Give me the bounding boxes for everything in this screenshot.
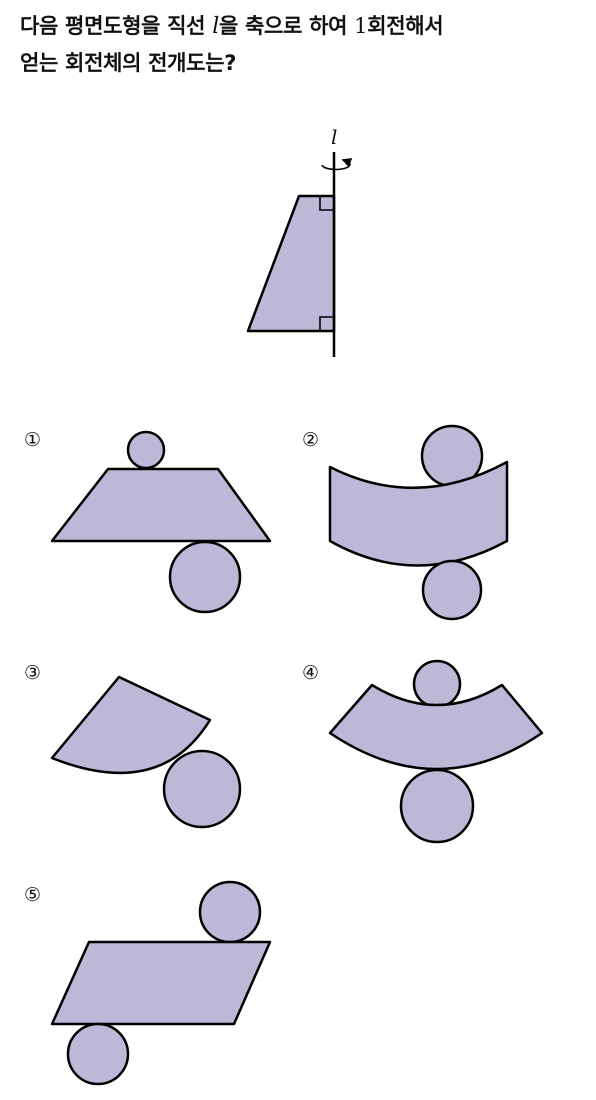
right-angle-top-icon (319, 196, 334, 211)
option-4[interactable]: ④ (302, 659, 544, 844)
question-text: 다음 평면도형을 직선 l을 축으로 하여 1회전해서 얻는 회전체의 전개도는… (20, 8, 580, 81)
option-2-curved-band (328, 460, 509, 567)
option-5-label: ⑤ (24, 884, 41, 906)
option-4-top-circle (412, 659, 462, 709)
option-2-label: ② (302, 429, 319, 451)
question-part-1: 다음 평면도형을 직선 (20, 14, 213, 38)
option-1[interactable]: ① (24, 429, 272, 614)
option-3-label: ③ (24, 662, 41, 684)
rotation-arrow-icon (321, 158, 353, 171)
option-2[interactable]: ② (302, 424, 509, 621)
right-angle-bottom-icon (319, 316, 334, 331)
option-3-sector (50, 675, 212, 775)
option-1-trapezoid (50, 467, 272, 543)
option-5[interactable]: ⑤ (24, 880, 272, 1086)
question-part-2: 을 축으로 하여 (218, 14, 355, 38)
option-4-bottom-circle (399, 768, 475, 844)
option-2-bottom-circle (421, 559, 483, 621)
option-5-top-circle (198, 880, 262, 944)
question-variable: l (212, 14, 219, 39)
main-figure: l (246, 125, 353, 357)
axis-label: l (331, 125, 337, 149)
question-line-2: 얻는 회전체의 전개도는? (20, 51, 237, 75)
option-3-circle (162, 749, 242, 829)
option-4-annular-sector (328, 683, 544, 771)
option-1-bottom-circle (168, 540, 242, 614)
option-4-label: ④ (302, 662, 319, 684)
option-5-bottom-circle (66, 1022, 130, 1086)
option-5-parallelogram (50, 940, 272, 1026)
option-3[interactable]: ③ (24, 662, 242, 829)
option-1-label: ① (24, 429, 41, 451)
option-1-top-circle (126, 430, 166, 470)
question-line-1: 다음 평면도형을 직선 l을 축으로 하여 1회전해서 (20, 8, 580, 45)
question-number: 1 (354, 14, 368, 38)
trapezoid-shape (246, 194, 336, 333)
question-part-3: 회전해서 (367, 14, 444, 38)
